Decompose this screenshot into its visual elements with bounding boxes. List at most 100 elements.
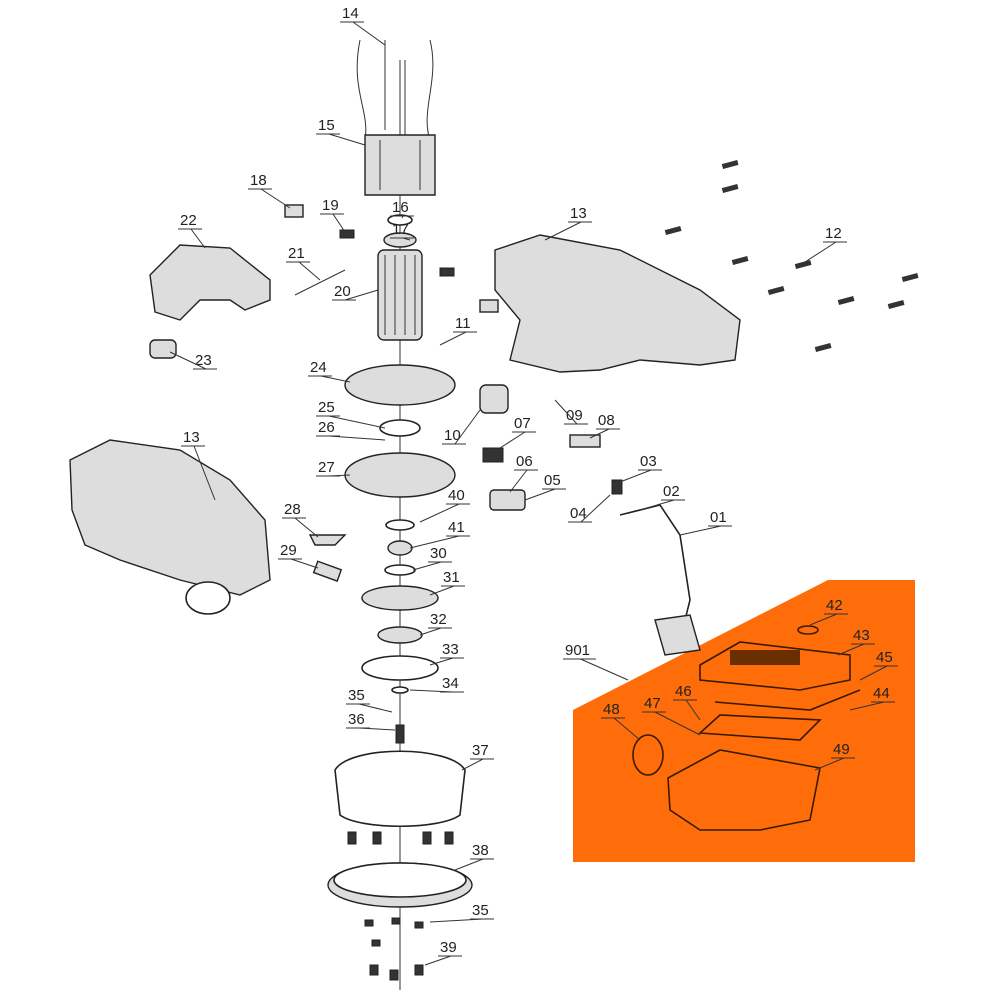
- part-callout: 25: [316, 399, 386, 429]
- part-fan-24: [344, 364, 456, 406]
- part-number-label: 15: [318, 117, 335, 134]
- leader-line: [308, 375, 351, 383]
- part-plug: [654, 614, 701, 656]
- part-stator: [364, 134, 436, 196]
- part-callout: 15: [316, 117, 366, 146]
- part-number-label: 18: [250, 172, 267, 189]
- part-callout: 35: [346, 687, 393, 713]
- part-number-label: 16: [392, 199, 409, 216]
- part-callout: 19: [320, 197, 346, 233]
- part-handle: [149, 244, 271, 321]
- part-box-49: [667, 749, 821, 831]
- part-number-label: 26: [318, 419, 335, 436]
- part-callout: 07: [499, 415, 536, 449]
- part-housing-right: [494, 234, 741, 373]
- part-callout: 31: [429, 569, 465, 596]
- leader-line: [499, 431, 536, 449]
- part-number-label: 35: [348, 687, 365, 704]
- part-number-label: 13: [570, 205, 587, 222]
- part-callout: 20: [332, 283, 379, 301]
- leader-line: [419, 503, 470, 523]
- part-41: [387, 540, 413, 556]
- part-callout: 02: [639, 483, 685, 511]
- leader-line: [568, 494, 611, 523]
- part-36: [395, 724, 405, 744]
- leader-line: [601, 717, 641, 741]
- part-callout: 08: [589, 412, 620, 439]
- part-callout: 12: [804, 225, 847, 263]
- leader-line: [509, 469, 538, 493]
- part-number-label: 43: [853, 627, 870, 644]
- part-number-label: 40: [448, 487, 465, 504]
- part-callout: 26: [316, 419, 386, 441]
- leader-line: [454, 858, 494, 871]
- part-callout: 28: [282, 501, 319, 538]
- part-number-label: 42: [826, 597, 843, 614]
- part-brush: [339, 229, 355, 239]
- part-number-label: 34: [442, 675, 459, 692]
- leader-line: [804, 241, 847, 263]
- part-callout: 23: [169, 351, 217, 370]
- leader-line: [316, 133, 366, 146]
- leader-line: [409, 535, 470, 549]
- part-callout: 42: [809, 597, 848, 626]
- leader-line: [316, 474, 351, 477]
- kit-901-highlight: [573, 580, 915, 862]
- part-filter-47: [698, 714, 822, 741]
- leader-line: [390, 215, 414, 219]
- part-number-label: 45: [876, 649, 893, 666]
- part-callout: 41: [409, 519, 470, 549]
- part-number-label: 23: [195, 352, 212, 369]
- part-number-label: 01: [710, 509, 727, 526]
- part-callout: 01: [679, 509, 732, 536]
- part-callout: 32: [419, 611, 452, 636]
- part-callout: 30: [412, 545, 452, 571]
- part-switch-07: [482, 447, 504, 463]
- part-number-label: 49: [833, 741, 850, 758]
- part-number-label: 39: [440, 939, 457, 956]
- part-cover-43: [699, 641, 851, 691]
- part-number-label: 38: [472, 842, 489, 859]
- part-number-label: 32: [430, 611, 447, 628]
- part-brush-right: [439, 267, 455, 277]
- part-30: [384, 564, 416, 576]
- part-callout: 21: [286, 245, 321, 281]
- leader-line: [412, 561, 452, 571]
- part-callout: 49: [814, 741, 855, 771]
- part-callout: 16: [390, 199, 414, 219]
- part-number-label: 10: [444, 427, 461, 444]
- part-bearing-17: [383, 232, 417, 248]
- part-number-label: 11: [455, 315, 471, 332]
- part-callout: 40: [419, 487, 470, 523]
- leader-line: [814, 757, 855, 771]
- part-switch-08: [569, 434, 601, 448]
- leader-line: [589, 428, 620, 439]
- part-number-label: 21: [288, 245, 305, 262]
- part-callout: 06: [509, 453, 538, 493]
- part-number-label: 20: [334, 283, 351, 300]
- part-wires: [356, 39, 434, 141]
- leader-line: [809, 613, 848, 626]
- part-callout: 22: [178, 212, 206, 249]
- part-pad-top: [333, 862, 467, 898]
- part-29: [312, 560, 343, 582]
- leader-line: [286, 261, 321, 281]
- part-bearing-16: [387, 214, 413, 226]
- part-number-label: 08: [598, 412, 615, 429]
- leader-line: [442, 409, 481, 445]
- part-dust-port: [185, 581, 231, 615]
- leader-line: [429, 918, 494, 923]
- part-bearing-25: [379, 419, 421, 437]
- part-number-label: 901: [565, 642, 590, 659]
- part-34: [391, 686, 409, 694]
- part-callout: 24: [308, 359, 351, 383]
- leader-line: [409, 689, 464, 693]
- part-number-label: 03: [640, 453, 657, 470]
- part-callout: 33: [429, 641, 464, 666]
- leader-line: [316, 435, 386, 441]
- part-knob: [149, 339, 177, 359]
- part-callout: 13: [181, 429, 216, 501]
- part-callout: 45: [859, 649, 898, 681]
